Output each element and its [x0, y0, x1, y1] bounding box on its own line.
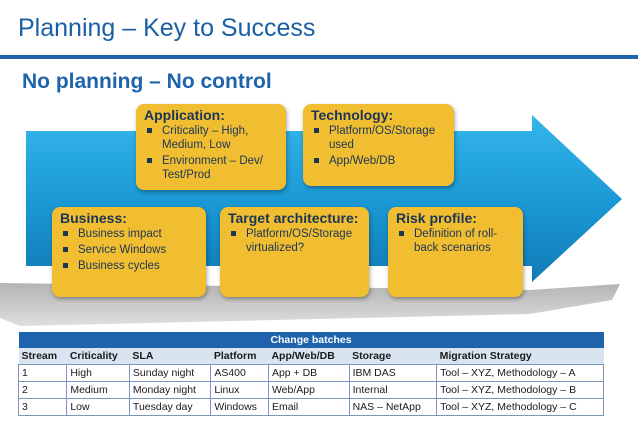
table-cell: Low: [66, 398, 130, 416]
table-cell: Medium: [66, 381, 130, 399]
column-header-platform: Platform: [210, 348, 269, 365]
table-cell: High: [66, 364, 130, 382]
table-cell: Tuesday day: [128, 398, 212, 416]
table-cell: Monday night: [128, 381, 212, 399]
table-cell: 3: [17, 398, 68, 416]
table-cell: Internal: [348, 381, 438, 399]
table-cell: 2: [17, 381, 68, 399]
column-header-migration-strategy: Migration Strategy: [436, 348, 604, 365]
table-cell: IBM DAS: [348, 364, 438, 382]
page-title: Planning – Key to Success: [18, 14, 316, 42]
target-architecture-box: Target architecture: Platform/OS/Storage…: [220, 207, 369, 297]
technology-box-list: Platform/OS/Storage used App/Web/DB: [311, 124, 446, 168]
table-cell: AS400: [210, 364, 269, 382]
technology-box: Technology: Platform/OS/Storage used App…: [303, 104, 454, 186]
table-row: 3 Low Tuesday day Windows Email NAS – Ne…: [17, 398, 604, 416]
column-header-criticality: Criticality: [66, 348, 130, 365]
column-header-sla: SLA: [129, 348, 211, 365]
business-box-title: Business:: [60, 210, 127, 226]
table-cell: Linux: [210, 381, 269, 399]
table-cell: Windows: [210, 398, 269, 416]
technology-box-title: Technology:: [311, 107, 394, 123]
table-cell: Tool – XYZ, Methodology – B: [436, 381, 604, 399]
business-item-impact: Business impact: [60, 227, 198, 241]
table-row: 1 High Sunday night AS400 App + DB IBM D…: [17, 364, 604, 382]
title-divider: [0, 55, 638, 59]
target-architecture-box-title: Target architecture:: [228, 210, 359, 226]
risk-profile-box: Risk profile: Definition of roll-back sc…: [388, 207, 523, 297]
column-header-appwebdb: App/Web/DB: [268, 348, 350, 365]
table-cell: NAS – NetApp: [348, 398, 438, 416]
table-cell: Sunday night: [128, 364, 212, 382]
business-box-list: Business impact Service Windows Business…: [60, 227, 198, 273]
table-header-row: Stream Criticality SLA Platform App/Web/…: [18, 348, 604, 365]
technology-item-appwebdb: App/Web/DB: [311, 154, 446, 168]
column-header-stream: Stream: [18, 348, 67, 365]
table-cell: Tool – XYZ, Methodology – A: [436, 364, 604, 382]
table-caption-row: Change batches: [18, 332, 604, 348]
application-item-environment: Environment – Dev/ Test/Prod: [144, 154, 278, 182]
application-item-criticality: Criticality – High, Medium, Low: [144, 124, 278, 152]
target-architecture-box-list: Platform/OS/Storage virtualized?: [228, 227, 361, 255]
page-subtitle: No planning – No control: [22, 70, 272, 93]
table-cell: 1: [17, 364, 68, 382]
risk-profile-box-list: Definition of roll-back scenarios: [396, 227, 515, 255]
table-cell: App + DB: [267, 364, 350, 382]
risk-item-rollback: Definition of roll-back scenarios: [396, 227, 515, 255]
business-item-windows: Service Windows: [60, 243, 198, 257]
application-box-title: Application:: [144, 107, 225, 123]
table-caption: Change batches: [18, 332, 604, 348]
business-box: Business: Business impact Service Window…: [52, 207, 206, 297]
target-item-platform: Platform/OS/Storage virtualized?: [228, 227, 361, 255]
table-row: 2 Medium Monday night Linux Web/App Inte…: [17, 381, 604, 399]
technology-item-platform: Platform/OS/Storage used: [311, 124, 446, 152]
table-cell: Web/App: [267, 381, 350, 399]
application-box-list: Criticality – High, Medium, Low Environm…: [144, 124, 278, 182]
change-batches-table: Change batches Stream Criticality SLA Pl…: [17, 332, 604, 416]
column-header-storage: Storage: [349, 348, 437, 365]
business-item-cycles: Business cycles: [60, 259, 198, 273]
application-box: Application: Criticality – High, Medium,…: [136, 104, 286, 190]
risk-profile-box-title: Risk profile:: [396, 210, 477, 226]
table-cell: Email: [267, 398, 350, 416]
table-cell: Tool – XYZ, Methodology – C: [436, 398, 604, 416]
